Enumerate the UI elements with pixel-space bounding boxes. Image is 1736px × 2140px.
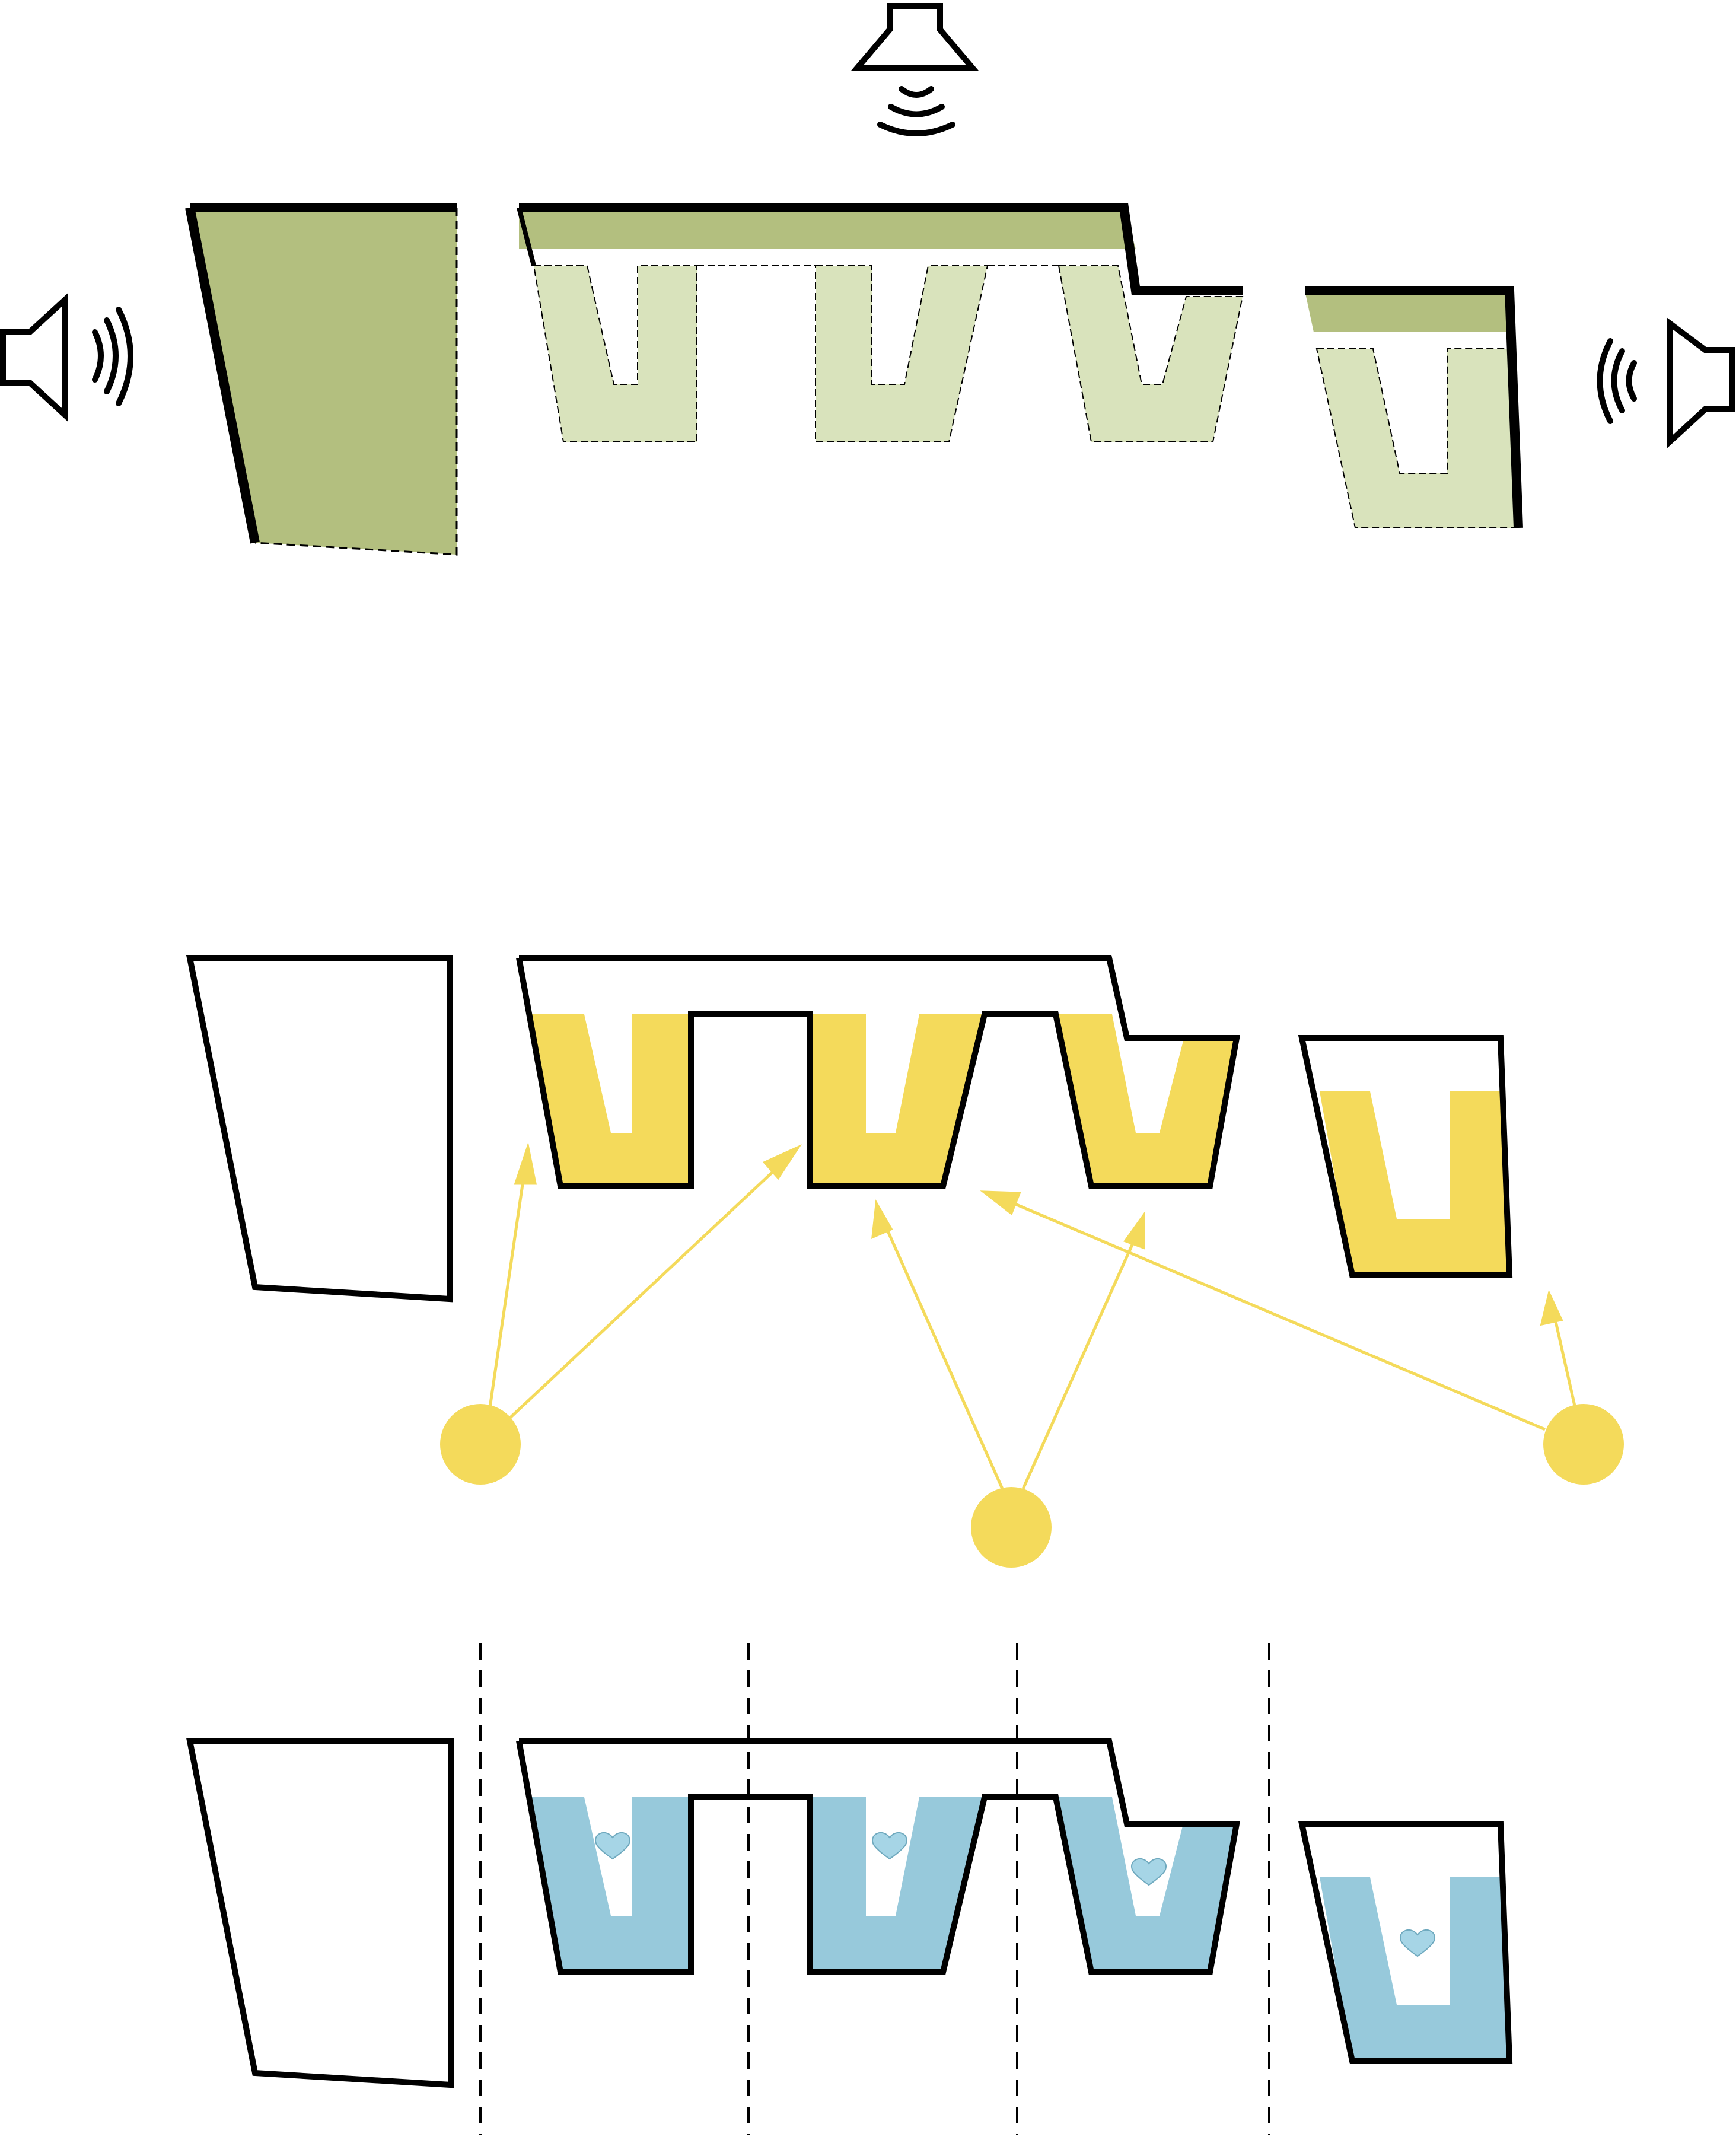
acoustic-left-block — [190, 208, 457, 555]
acoustic-room-3 — [1057, 265, 1244, 442]
light-source-dot-left — [440, 1404, 521, 1485]
divider-lines — [479, 1643, 1270, 2135]
heart-icon — [872, 1832, 907, 1860]
daylight-room-3 — [1053, 1014, 1237, 1186]
comfort-right-block — [1298, 1821, 1513, 2064]
acoustic-panel — [0, 3, 1735, 556]
heart-icon — [595, 1832, 630, 1860]
daylight-room-4 — [1320, 1091, 1509, 1275]
heart-icon — [1131, 1858, 1167, 1886]
comfort-room-4 — [1320, 1877, 1509, 2061]
acoustic-room-1 — [533, 265, 697, 442]
speaker-icon-right — [1597, 317, 1735, 449]
comfort-panel — [186, 1643, 1513, 2135]
light-rays — [488, 1142, 1576, 1490]
light-source-dot-center — [971, 1487, 1052, 1568]
comfort-middle-block — [516, 1738, 1240, 1975]
daylight-room-1 — [531, 1014, 691, 1186]
acoustic-room-2 — [815, 265, 989, 442]
acoustic-right-block — [1305, 286, 1523, 528]
daylight-left-block — [186, 955, 453, 1303]
speaker-icon-top — [851, 3, 979, 136]
daylight-middle-block — [516, 955, 1240, 1189]
comfort-room-2 — [810, 1797, 982, 1972]
daylight-right-block — [1298, 1035, 1513, 1278]
daylight-panel — [186, 955, 1624, 1568]
comfort-room-1 — [531, 1797, 691, 1972]
daylight-room-2 — [810, 1014, 982, 1186]
acoustic-middle-block — [517, 203, 1244, 442]
heart-icons — [595, 1832, 1435, 1957]
comfort-left-block — [186, 1738, 454, 2088]
comfort-room-3 — [1053, 1797, 1237, 1972]
speaker-icon-left — [0, 292, 133, 422]
acoustic-room-4 — [1315, 348, 1520, 528]
heart-icon — [1400, 1929, 1435, 1957]
light-source-dot-right — [1543, 1404, 1624, 1485]
